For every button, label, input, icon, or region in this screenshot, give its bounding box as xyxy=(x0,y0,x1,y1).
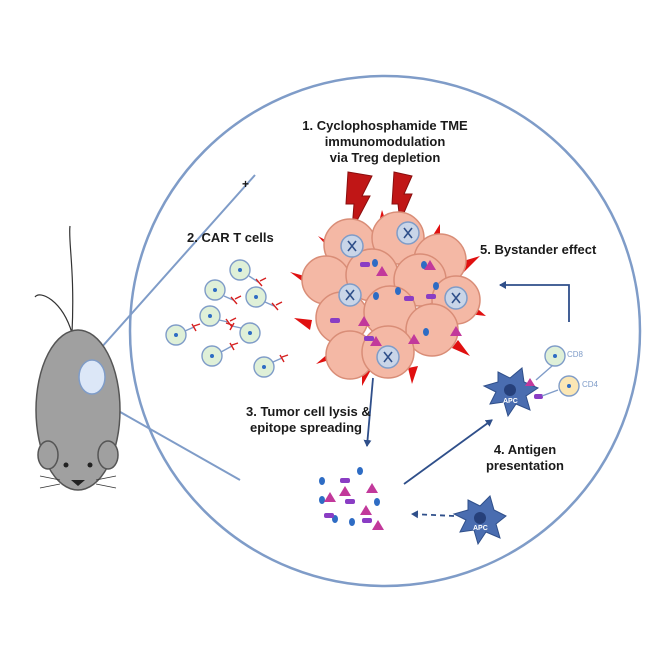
car-t-cell xyxy=(253,354,289,378)
arrow-to-presentation xyxy=(403,419,493,485)
cd8-label: CD8 xyxy=(567,350,584,359)
car-t-cell xyxy=(229,259,267,287)
car-t-cell xyxy=(201,342,239,367)
label-step5: 5. Bystander effect xyxy=(480,242,597,257)
cd8-t-cell xyxy=(544,345,566,367)
released-antigens xyxy=(319,467,384,530)
zoom-circle xyxy=(128,74,642,588)
car-t-cell xyxy=(199,305,237,328)
label-step1: 1. Cyclophosphamide TME immunomodulation… xyxy=(302,118,468,165)
car-t-cell xyxy=(204,279,242,305)
label-step3: 3. Tumor cell lysis & epitope spreading xyxy=(246,404,371,435)
plus-sign: + xyxy=(242,177,250,191)
apc-label-presenting: APC xyxy=(503,398,518,405)
apc-cell-presenting xyxy=(482,365,559,418)
x-mark-icon xyxy=(345,227,461,363)
zoom-line-top xyxy=(91,174,256,359)
car-t-cells xyxy=(165,259,289,378)
apc-label-uptake: APC xyxy=(473,525,488,532)
car-t-cell xyxy=(165,323,201,346)
lightning-bolt-icon xyxy=(345,171,373,231)
lightning-bolt-icon xyxy=(391,171,413,224)
car-t-cell xyxy=(225,322,261,344)
label-step4: 4. Antigen presentation xyxy=(485,442,564,473)
cd4-t-cell xyxy=(558,375,580,397)
tumor-antigens xyxy=(330,259,462,346)
arrow-bystander xyxy=(499,281,570,322)
mouse-icon xyxy=(34,225,121,491)
car-t-cell xyxy=(245,286,283,311)
arrow-apc-uptake xyxy=(411,510,455,519)
cd4-label: CD4 xyxy=(582,380,599,389)
mouse-tumor xyxy=(78,359,106,395)
label-step2: 2. CAR T cells xyxy=(187,230,274,245)
apc-cell-uptake xyxy=(452,495,507,546)
arrow-lysis xyxy=(363,377,374,447)
